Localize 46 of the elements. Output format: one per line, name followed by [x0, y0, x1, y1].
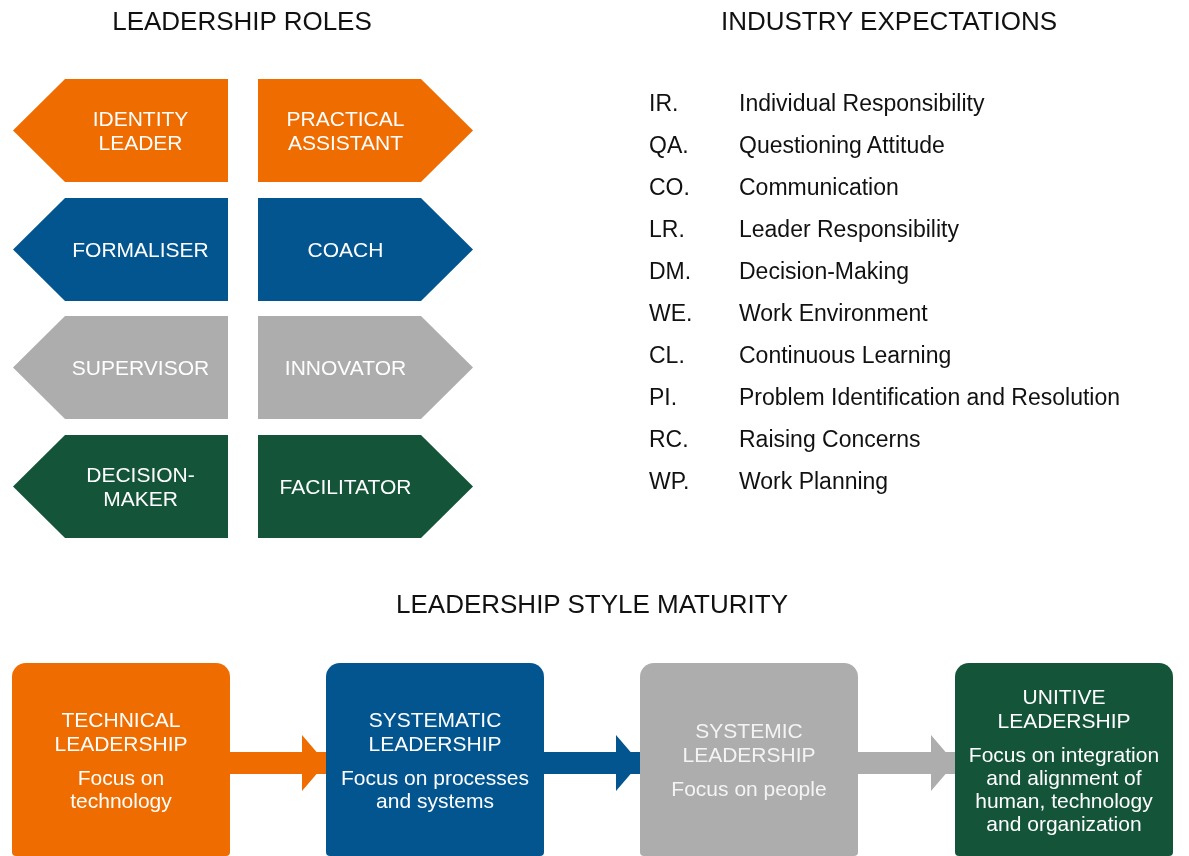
role-label: PRACTICAL ASSISTANT — [285, 106, 406, 155]
abbreviation: CO. — [649, 174, 690, 201]
expectation-text: Work Environment — [739, 300, 928, 327]
expectation-text: Questioning Attitude — [739, 132, 945, 159]
expectation-text: Decision-Making — [739, 258, 909, 285]
section-heading: LEADERSHIP STYLE MATURITY — [396, 589, 788, 620]
expectation-text: Communication — [739, 174, 899, 201]
expectation-text: Raising Concerns — [739, 426, 921, 453]
role-label: COACH — [306, 237, 385, 262]
stage-box — [955, 663, 1173, 856]
role-label: FORMALISER — [71, 237, 210, 262]
stage-description: Focus on integration and alignment of human, technology and organization — [967, 742, 1161, 835]
expectation-text: Continuous Learning — [739, 342, 952, 369]
expectation-text: Leader Responsibility — [739, 216, 959, 243]
stage-box — [326, 663, 544, 856]
block-arrow — [230, 735, 326, 791]
abbreviation: WE. — [649, 300, 693, 327]
role-label: INNOVATOR — [283, 355, 408, 380]
stage-title: SYSTEMIC LEADERSHIP — [681, 719, 817, 767]
section-heading: LEADERSHIP ROLES — [112, 6, 372, 37]
abbreviation: LR. — [649, 216, 685, 243]
abbreviation: RC. — [649, 426, 689, 453]
section-heading: INDUSTRY EXPECTATIONS — [720, 6, 1058, 37]
stage-description: Focus on technology — [69, 765, 173, 812]
abbreviation: QA. — [649, 132, 689, 159]
role-label: DECISION- MAKER — [85, 462, 196, 511]
stage-title: SYSTEMATIC LEADERSHIP — [367, 707, 503, 756]
stage-box — [640, 663, 858, 856]
stage-title: TECHNICAL LEADERSHIP — [53, 707, 189, 756]
role-label: FACILITATOR — [278, 474, 413, 499]
block-arrow — [544, 735, 640, 791]
stage-box — [12, 663, 230, 856]
abbreviation: DM. — [649, 258, 692, 285]
role-label: SUPERVISOR — [70, 355, 211, 380]
role-label: IDENTITY LEADER — [91, 106, 190, 155]
abbreviation: CL. — [649, 342, 685, 369]
expectation-text: Work Planning — [739, 468, 889, 495]
block-arrow — [858, 735, 955, 791]
stage-description: Focus on processes and systems — [340, 765, 530, 812]
expectation-text: Individual Responsibility — [739, 90, 985, 117]
abbreviation: PI. — [649, 384, 678, 411]
stage-description: Focus on people — [671, 777, 827, 800]
abbreviation: IR. — [649, 90, 679, 117]
abbreviation: WP. — [649, 468, 690, 495]
expectation-text: Problem Identification and Resolution — [739, 384, 1120, 411]
stage-title: UNITIVE LEADERSHIP — [996, 684, 1132, 733]
